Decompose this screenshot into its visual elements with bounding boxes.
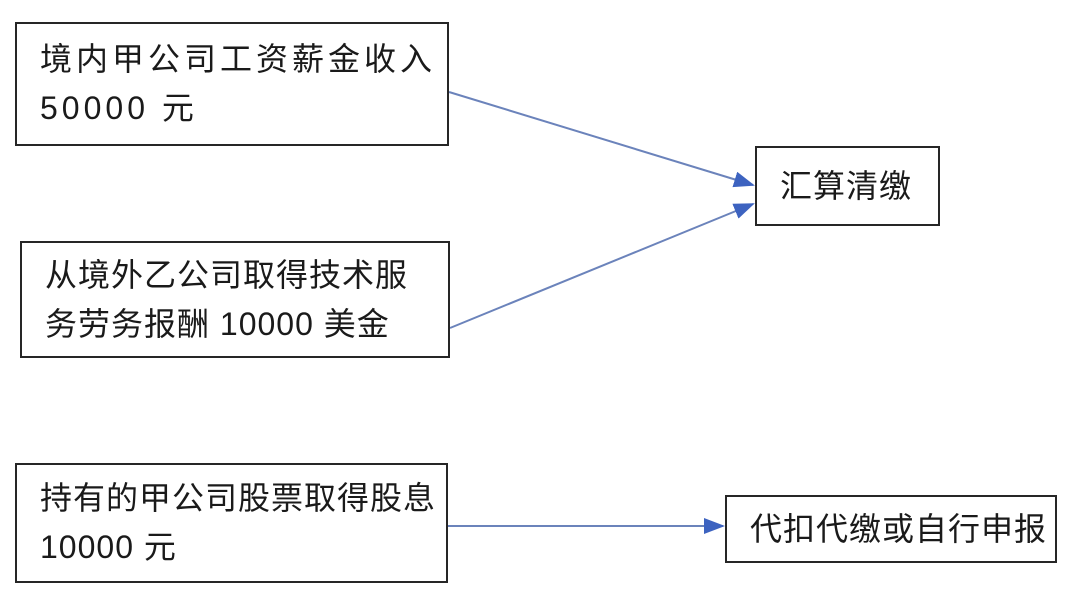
node-foreign-service-line1: 从境外乙公司取得技术服 (45, 256, 409, 293)
node-withholding: 代扣代缴或自行申报 (725, 495, 1057, 563)
node-withholding-label: 代扣代缴或自行申报 (750, 510, 1048, 547)
node-domestic-salary-line2: 50000 元 (40, 90, 198, 126)
node-dividend: 持有的甲公司股票取得股息 10000 元 (15, 463, 448, 583)
node-foreign-service: 从境外乙公司取得技术服 务劳务报酬 10000 美金 (20, 241, 450, 358)
arrow-salary-to-settlement (448, 91, 755, 188)
node-dividend-line2: 10000 元 (40, 529, 177, 565)
node-domestic-salary-line1: 境内甲公司工资薪金收入 (40, 41, 437, 77)
node-domestic-salary: 境内甲公司工资薪金收入 50000 元 (15, 22, 449, 146)
node-dividend-line1: 持有的甲公司股票取得股息 (40, 480, 437, 516)
arrow-service-to-settlement (449, 203, 755, 329)
node-foreign-service-line2: 务劳务报酬 10000 美金 (45, 305, 390, 342)
node-settlement: 汇算清缴 (755, 146, 940, 226)
node-settlement-label: 汇算清缴 (780, 167, 913, 204)
